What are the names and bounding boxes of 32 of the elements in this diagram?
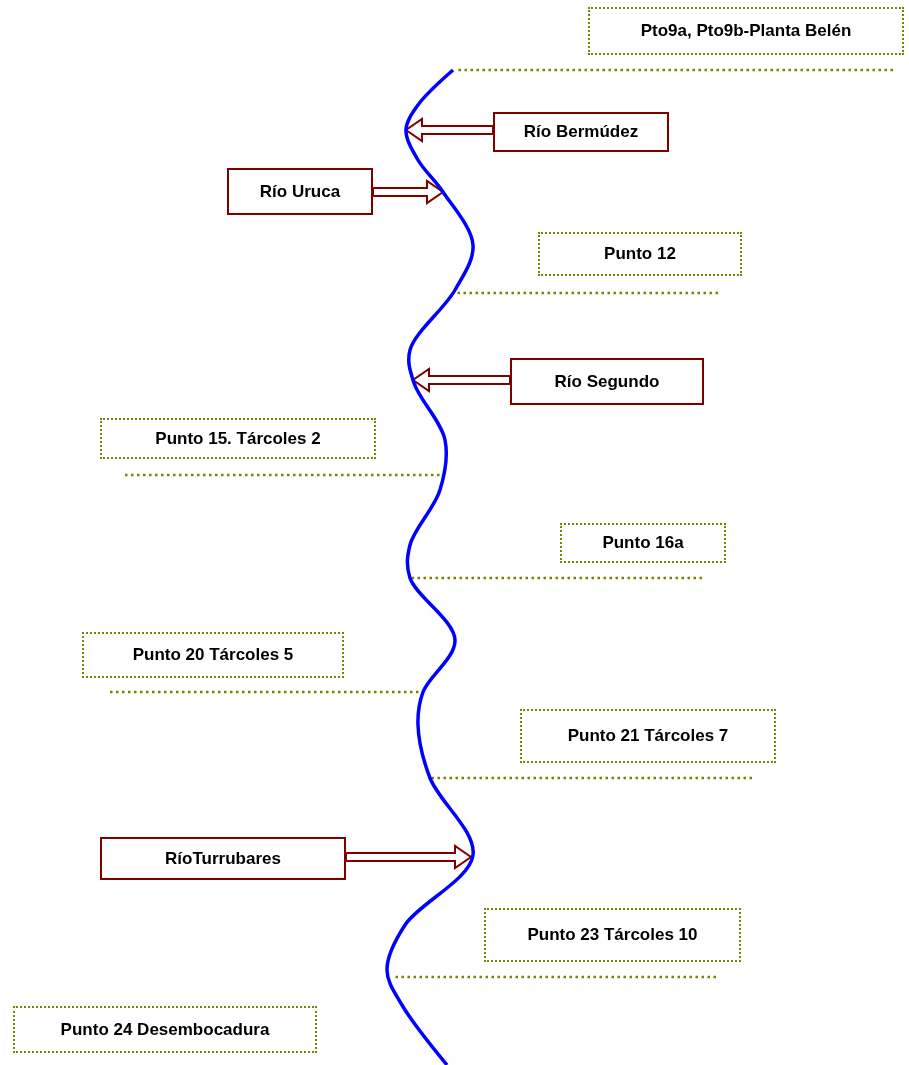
tributary-box [510, 358, 704, 405]
leader-line [430, 776, 752, 780]
river-label: Río Uruca [259, 181, 341, 202]
river-label: Río Segundo [554, 371, 660, 392]
river-label: RíoTurrubares [165, 848, 281, 869]
river-line [385, 68, 475, 1065]
tributary-box [227, 168, 373, 215]
river-label: Punto 24 Desembocadura [60, 1019, 270, 1040]
leader-line [410, 576, 702, 580]
sampling-point-box [82, 632, 344, 678]
sampling-point-box [100, 418, 376, 459]
sampling-point-box [588, 7, 904, 55]
river-label: Punto 15. Tárcoles 2 [155, 428, 321, 449]
sampling-point-box [520, 709, 776, 763]
block-arrow [345, 844, 473, 870]
leader-line [393, 975, 716, 979]
river-label: Punto 20 Tárcoles 5 [132, 645, 294, 665]
tributary-box [493, 112, 669, 152]
sampling-point-box [484, 908, 741, 962]
sampling-point-box [538, 232, 742, 276]
tributary-box [100, 837, 346, 880]
block-arrow [411, 367, 511, 393]
river-label: Punto 16a [602, 533, 684, 553]
river-label: Punto 23 Tárcoles 10 [527, 925, 698, 945]
river-label: Punto 21 Tárcoles 7 [567, 726, 729, 746]
river-label: Punto 12 [604, 244, 676, 264]
river-label: Pto9a, Pto9b-Planta Belén [640, 21, 852, 41]
block-arrow [372, 179, 445, 205]
sampling-point-box [13, 1006, 317, 1053]
river-label: Río Bermúdez [523, 122, 639, 142]
leader-line [455, 291, 718, 295]
sampling-point-box [560, 523, 726, 563]
